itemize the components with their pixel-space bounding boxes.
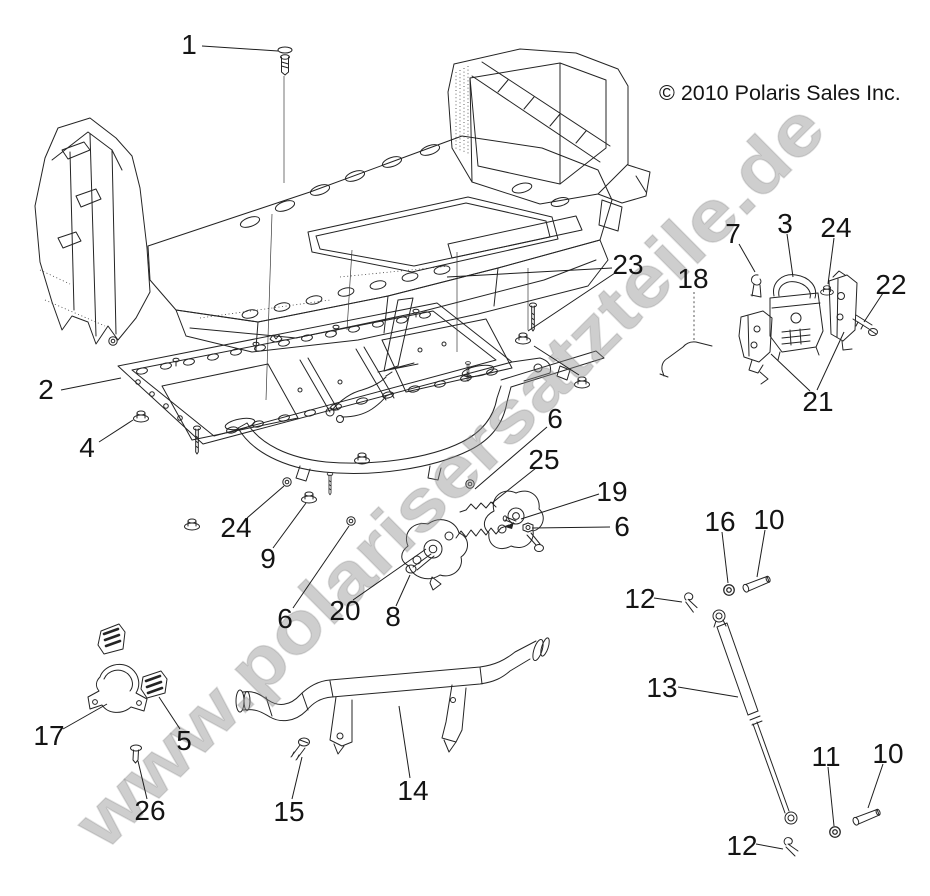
leader-line-24: [246, 485, 285, 519]
leader-line-17: [62, 703, 108, 730]
crossbar-tube: [235, 637, 550, 755]
leader-line-19: [520, 493, 600, 520]
leader-line-2: [60, 377, 122, 391]
loose-fasteners: [108, 302, 882, 857]
rack-far-rail-slots: [136, 311, 431, 375]
rear-body-assembly: [34, 48, 651, 401]
mount-bracket-left-21: [738, 310, 773, 385]
callout-label-24: 24: [820, 212, 851, 243]
leader-line-7: [738, 243, 756, 273]
cable-clip-7: [750, 274, 762, 298]
callout-label-15: 15: [273, 796, 304, 827]
callout-label-6: 6: [277, 603, 293, 634]
callout-label-18: 18: [677, 263, 708, 294]
leader-line-26: [137, 760, 148, 800]
leader-line-3: [786, 233, 794, 278]
callout-label-25: 25: [528, 444, 559, 475]
callout-label-5: 5: [176, 725, 192, 756]
leader-line-25: [491, 467, 537, 504]
leader-line-22: [863, 292, 884, 323]
leader-line-15: [291, 756, 303, 800]
callout-label-21: 21: [802, 386, 833, 417]
latch-handle-3: [769, 274, 824, 361]
leader-line-4: [98, 419, 134, 443]
cushion-block-upper: [97, 623, 126, 655]
leader-line-21: [816, 331, 845, 391]
callout-label-7: 7: [725, 218, 741, 249]
leader-line-23: [527, 272, 616, 332]
callout-label-26: 26: [134, 795, 165, 826]
rear-bumper-rail: [237, 350, 605, 496]
crown-clip: [269, 334, 283, 343]
callout-label-24: 24: [220, 512, 251, 543]
latch-spring-right: [459, 501, 497, 513]
leader-line-5: [158, 696, 181, 730]
latch-assembly-left: [401, 519, 514, 591]
callout-label-19: 19: [596, 476, 627, 507]
leader-line-12: [755, 843, 784, 850]
pivot-clamp-17: [87, 663, 148, 713]
leader-line-10: [867, 763, 884, 809]
leader-line-20: [352, 548, 427, 601]
callout-label-9: 9: [260, 543, 276, 574]
callout-label-8: 8: [385, 601, 401, 632]
callout-label-4: 4: [79, 432, 95, 463]
callout-label-2: 2: [38, 374, 54, 405]
callout-label-12: 12: [726, 830, 757, 861]
push-rivet-26: [130, 744, 142, 764]
leader-line-10: [756, 529, 766, 578]
tube-bracket-right: [441, 684, 467, 743]
callout-label-20: 20: [329, 595, 360, 626]
leader-line-11: [827, 766, 835, 827]
release-rod-18: [659, 292, 713, 378]
callout-label-1: 1: [181, 29, 197, 60]
gas-strut: [712, 609, 798, 825]
screw-15: [290, 737, 310, 761]
callout-label-23: 23: [612, 249, 643, 280]
leader-line-6: [292, 525, 350, 609]
callout-label-11: 11: [811, 741, 840, 772]
leader-line-1: [201, 45, 279, 52]
latch-spring-left: [455, 524, 510, 539]
screw-22: [852, 314, 878, 336]
callout-label-16: 16: [704, 506, 735, 537]
leader-line-9: [272, 502, 307, 549]
latch-assembly-right: [459, 490, 544, 552]
callout-label-14: 14: [397, 775, 428, 806]
leader-line-14: [398, 705, 411, 779]
leader-line-16: [721, 531, 729, 584]
rack-near-rail-slots: [226, 368, 498, 434]
callout-label-10: 10: [872, 738, 903, 769]
leader-line-8: [395, 574, 411, 607]
callout-label-13: 13: [646, 672, 677, 703]
callout-label-12: 12: [624, 583, 655, 614]
callout-label-10: 10: [753, 504, 784, 535]
leader-line-13: [677, 686, 739, 698]
copyright-text: © 2010 Polaris Sales Inc.: [659, 81, 901, 105]
leader-line-6: [474, 426, 548, 490]
callout-label-3: 3: [777, 208, 793, 239]
mount-bracket-right-21: [828, 270, 858, 351]
callout-label-22: 22: [875, 269, 906, 300]
cargo-rack-frame: [117, 297, 551, 445]
callout-label-17: 17: [33, 720, 64, 751]
leader-line-23: [446, 267, 613, 278]
tube-bracket-left: [329, 696, 353, 747]
leader-lines-layer: [60, 45, 884, 850]
callout-label-6: 6: [614, 511, 630, 542]
leader-line-12: [653, 597, 683, 603]
leader-line-23: [533, 345, 580, 376]
cushion-block-5: [140, 670, 168, 699]
mount-screw-1: [277, 46, 293, 76]
callout-label-6: 6: [547, 403, 563, 434]
leader-line-21: [770, 353, 811, 392]
wiring-harness: [325, 371, 394, 423]
leader-line-6: [531, 526, 611, 529]
leader-line-24: [827, 237, 835, 285]
